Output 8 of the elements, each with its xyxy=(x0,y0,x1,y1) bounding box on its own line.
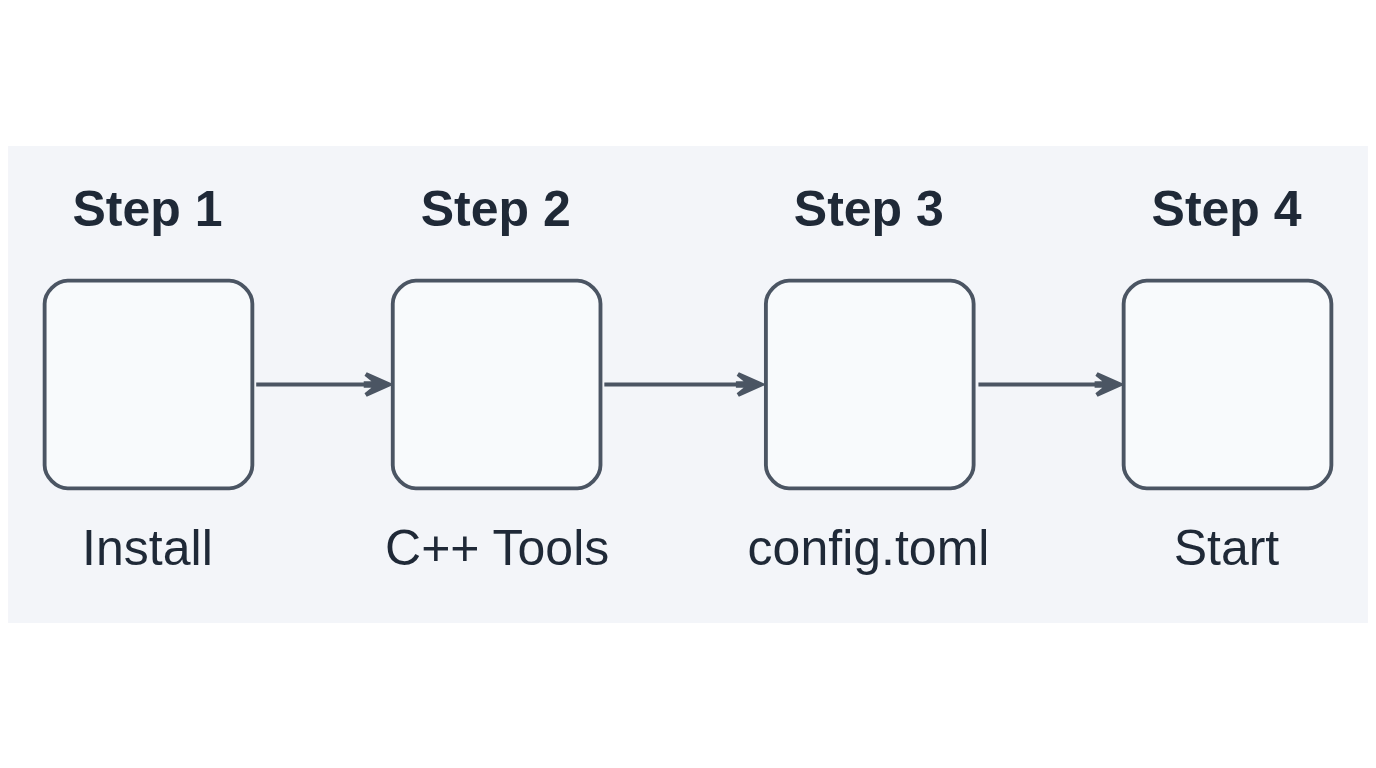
node-label: Step 2 xyxy=(420,180,571,237)
node-label: Step 4 xyxy=(1151,180,1302,237)
node-label: Start xyxy=(1173,519,1280,576)
node-label: Step 1 xyxy=(72,180,223,237)
node-label: config.toml xyxy=(747,519,990,576)
node-label: Step 3 xyxy=(793,180,944,237)
node-label: C++ Tools xyxy=(385,519,610,576)
node-label: Install xyxy=(82,519,213,576)
